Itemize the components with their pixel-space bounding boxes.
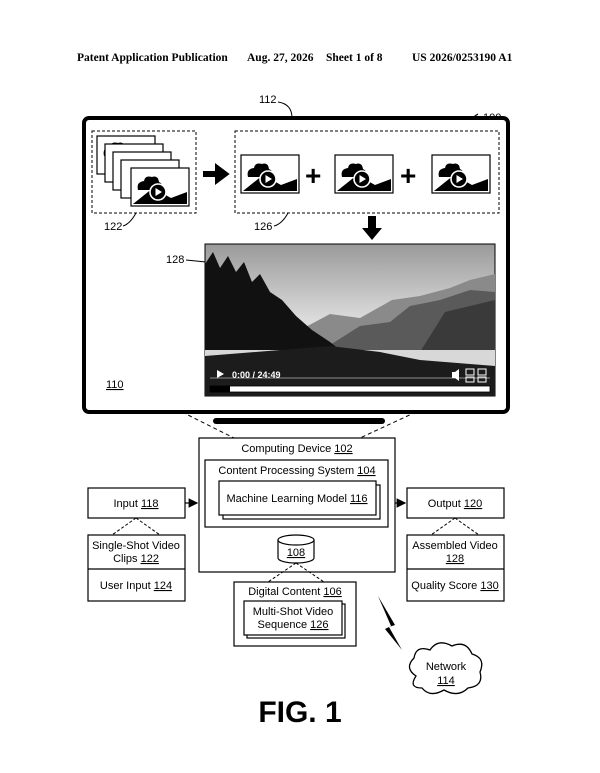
- assembled-video-label: Assembled Video: [412, 540, 497, 552]
- ref-112-leader: [278, 102, 292, 118]
- storage-ref: 108: [287, 547, 305, 559]
- sequence-clip-1: [241, 155, 299, 193]
- single-shot-line2: Clips 122: [113, 553, 159, 565]
- user-input-label: User Input 124: [100, 580, 172, 592]
- quality-score-label: Quality Score 130: [411, 580, 498, 592]
- output-connectors: [431, 518, 479, 535]
- multi-shot-line2: Sequence 126: [258, 619, 329, 631]
- input-label: Input 118: [113, 498, 158, 510]
- input-connectors: [112, 518, 160, 535]
- output-label: Output 120: [428, 498, 482, 510]
- sequence-clip-3: [432, 155, 490, 193]
- ref-110: 110: [106, 379, 124, 391]
- assembled-video-ref: 128: [446, 553, 464, 565]
- ref-128-label: 128: [166, 254, 184, 266]
- ml-model-label: Machine Learning Model 116: [226, 493, 367, 505]
- content-processing-label: Content Processing System 104: [218, 465, 375, 477]
- digital-content-label: Digital Content 106: [248, 586, 342, 598]
- progress-track[interactable]: [210, 386, 490, 392]
- single-shot-line1: Single-Shot Video: [92, 540, 180, 552]
- connector-left: [182, 412, 234, 438]
- ref-126-label: 126: [254, 221, 272, 233]
- video-time: 0:00 / 24:49: [232, 370, 281, 380]
- ref-112: 112: [259, 94, 277, 106]
- connector-right: [360, 412, 416, 438]
- monitor-stand: [213, 418, 385, 424]
- network-ref: 114: [437, 675, 455, 687]
- ref-122-label: 122: [104, 221, 122, 233]
- network-label: Network: [426, 661, 467, 673]
- plus-icon: +: [305, 160, 321, 191]
- sequence-clip-2: [335, 155, 393, 193]
- computing-device-label: Computing Device 102: [241, 443, 352, 455]
- lightning-icon: [378, 596, 402, 650]
- progress-fill: [210, 386, 230, 392]
- plus-icon: +: [400, 160, 416, 191]
- figure-caption: FIG. 1: [0, 696, 600, 730]
- multi-shot-line1: Multi-Shot Video: [253, 606, 334, 618]
